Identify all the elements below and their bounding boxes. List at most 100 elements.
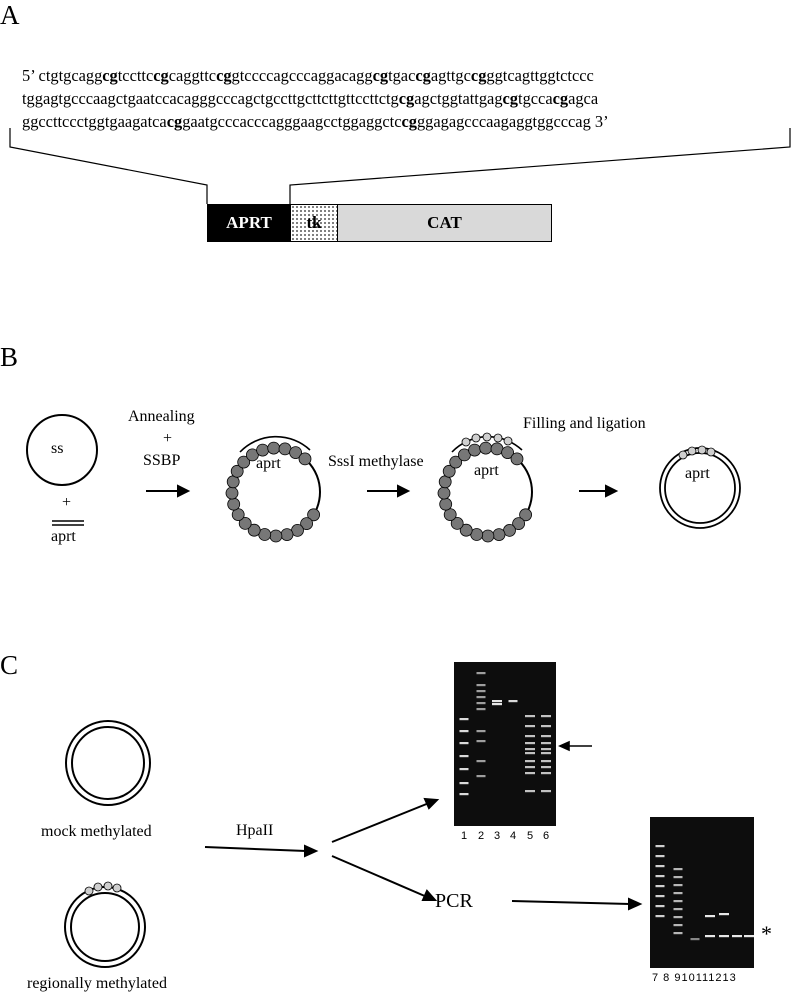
pcr-label: PCR [435,890,473,912]
ssbp-coated-circle [225,435,321,543]
band-pointer-arrow-icon [558,740,592,752]
aprt-segment: APRT [207,204,291,242]
seq-segment: tccttc [117,66,154,85]
gel-band [541,760,551,763]
gel-band [459,742,469,745]
gel-band [655,915,665,918]
methyl-mark [503,436,513,446]
gel-band [459,793,469,796]
seq-segment: caggttc [168,66,217,85]
ssbp-bead [450,517,464,530]
gel-band [673,924,683,927]
gel-band [492,700,502,703]
gel-band [541,748,551,751]
ssbp-bead [492,528,506,541]
methyl-mark [471,433,481,443]
gel-lane-label: 1 [461,830,468,842]
gel-band [525,735,535,738]
gel-band [476,672,486,675]
mock-methylated-label: mock methylated [41,823,152,840]
regionally-methylated-label: regionally methylated [27,975,167,992]
mock-methylated-plasmid [65,720,151,806]
seq-segment: tggagtgcccaagctgaatccacagggcccagctgccttg… [22,89,399,108]
panel-label-c: C [0,650,19,680]
gel-band [655,885,665,888]
arrow-icon [204,844,319,858]
seq-segment: ggtcagttggtctccc [486,66,594,85]
gel-band [673,884,683,887]
aprt-fragment-icon [52,520,84,526]
circle-aprt-label: aprt [256,455,281,472]
gel-band [541,790,551,793]
ssbp-bead [459,523,473,537]
tk-segment: tk [290,204,338,242]
gel-lane-label: 5 [527,830,534,842]
gel-band [673,876,683,879]
gel-band [459,730,469,733]
gel-band [705,935,715,938]
plus-sign: + [163,430,173,447]
ssbp-bead [449,455,463,469]
seq-segment: ggagagcccaagaggtggcccag [416,112,591,131]
cpg-site: cg [372,66,389,85]
arrow-icon [511,897,643,911]
gel-band [476,708,486,711]
ssbp-bead [227,497,241,511]
gel-band [525,742,535,745]
gel-band [525,790,535,793]
ssbp-bead [479,441,493,455]
gel-lane-label: 4 [510,830,517,842]
gel-band [541,772,551,775]
arrow-icon [331,855,438,901]
gel-band [655,905,665,908]
gel-band [459,768,469,771]
seq-segment: agca [568,89,599,108]
five-prime-label: 5’ [22,66,35,85]
plus-sign: + [62,494,72,511]
gel-band [705,915,715,918]
sssi-methylase-label: SssI methylase [328,453,424,470]
cpg-site: cg [398,89,415,108]
gel-band [476,760,486,763]
gel-image-1 [454,662,556,826]
gel-band [655,895,665,898]
gel-band [525,760,535,763]
ssbp-label: SSBP [143,452,181,469]
gel-band [673,868,683,871]
gel-band [673,916,683,919]
arrow-icon [579,484,619,498]
gel2-lane-labels: 7 8 910111213 [652,972,737,984]
seq-segment: gtccccagcccaggacagg [231,66,373,85]
ssbp-bead [442,464,456,478]
cpg-site: cg [153,66,169,85]
single-strand-circle [26,414,98,486]
gel-band [719,935,729,938]
seq-segment: gaatgcccacccagggaagcctggaggctc [182,112,402,131]
panel-label-a: A [0,0,20,30]
gel-band [525,772,535,775]
arrow-icon [331,797,440,843]
gel-lane-label: 3 [494,830,501,842]
asterisk-marker: * [761,921,772,946]
gel-band [673,908,683,911]
cpg-site: cg [216,66,232,85]
ssbp-bead [269,529,283,543]
seq-segment: agctggtattgag [414,89,503,108]
gel-band [476,690,486,693]
gel-band [732,935,742,938]
three-prime-label: 3’ [594,112,609,131]
gel-band [525,725,535,728]
gel-band [476,730,486,733]
gel-band [655,865,665,868]
cat-segment: CAT [337,204,552,242]
ssbp-bead [437,486,451,500]
ssbp-bead [300,517,314,530]
gel-band [673,900,683,903]
gel-lane-label: 2 [478,830,485,842]
cpg-site: cg [166,112,183,131]
ssbp-bead [225,486,239,500]
ssbp-bead [237,455,251,469]
annealing-label: Annealing [128,408,195,425]
filling-ligation-label: Filling and ligation [523,415,646,432]
